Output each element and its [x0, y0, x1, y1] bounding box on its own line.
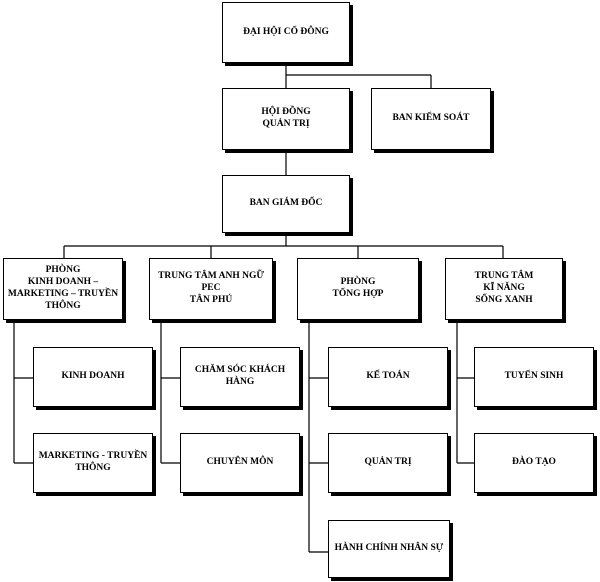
department-label: PHÒNG KINH DOANH – MARKETING – TRUYỀN TH… [7, 265, 119, 311]
subunit-box: MARKETING - TRUYỀN THÔNG [33, 433, 153, 493]
supervisory-board-box: BAN KIỂM SOÁT [371, 88, 491, 150]
subunit-box: TUYỂN SINH [474, 347, 594, 407]
general-meeting-box: ĐẠI HỘI CỔ ĐÔNG [222, 2, 350, 63]
supervisory-board-label: BAN KIỂM SOÁT [392, 113, 470, 124]
subunit-box: KẾ TOÁN [328, 347, 448, 407]
department-pec-english-center-box: TRUNG TÂM ANH NGỮ PEC TÂN PHÚ [149, 258, 273, 320]
board-of-directors-label: HỘI ĐỒNG QUẢN TRỊ [261, 107, 311, 129]
subunit-box: ĐÀO TẠO [474, 433, 594, 493]
department-label: TRUNG TÂM ANH NGỮ PEC TÂN PHÚ [158, 271, 264, 305]
department-label: TRUNG TÂM KĨ NĂNG SỐNG XANH [474, 271, 534, 305]
subunit-label: ĐÀO TẠO [512, 457, 556, 468]
management-board-label: BAN GIÁM ĐỐC [249, 198, 323, 209]
subunit-box: HÀNH CHÍNH NHÂN SỰ [328, 520, 450, 578]
subunit-box: QUẢN TRỊ [328, 433, 448, 493]
subunit-label: HÀNH CHÍNH NHÂN SỰ [334, 543, 444, 554]
general-meeting-label: ĐẠI HỘI CỔ ĐÔNG [243, 26, 329, 37]
subunit-label: KẾ TOÁN [366, 371, 410, 382]
subunit-box: CHUYÊN MÔN [180, 433, 300, 493]
subunit-label: CHĂM SÓC KHÁCH HÀNG [194, 365, 286, 387]
board-of-directors-box: HỘI ĐỒNG QUẢN TRỊ [222, 88, 350, 150]
department-life-skills-center-box: TRUNG TÂM KĨ NĂNG SỐNG XANH [445, 258, 563, 320]
subunit-box: CHĂM SÓC KHÁCH HÀNG [180, 347, 300, 407]
department-general-affairs-box: PHÒNG TỔNG HỢP [297, 258, 419, 320]
department-sales-marketing-box: PHÒNG KINH DOANH – MARKETING – TRUYỀN TH… [3, 258, 123, 320]
management-board-box: BAN GIÁM ĐỐC [222, 175, 350, 233]
department-label: PHÒNG TỔNG HỢP [332, 277, 384, 299]
subunit-label: CHUYÊN MÔN [206, 457, 274, 468]
subunit-label: MARKETING - TRUYỀN THÔNG [38, 451, 148, 473]
subunit-label: KINH DOANH [61, 371, 125, 382]
subunit-box: KINH DOANH [33, 347, 153, 407]
subunit-label: TUYỂN SINH [504, 371, 564, 382]
subunit-label: QUẢN TRỊ [364, 457, 412, 468]
